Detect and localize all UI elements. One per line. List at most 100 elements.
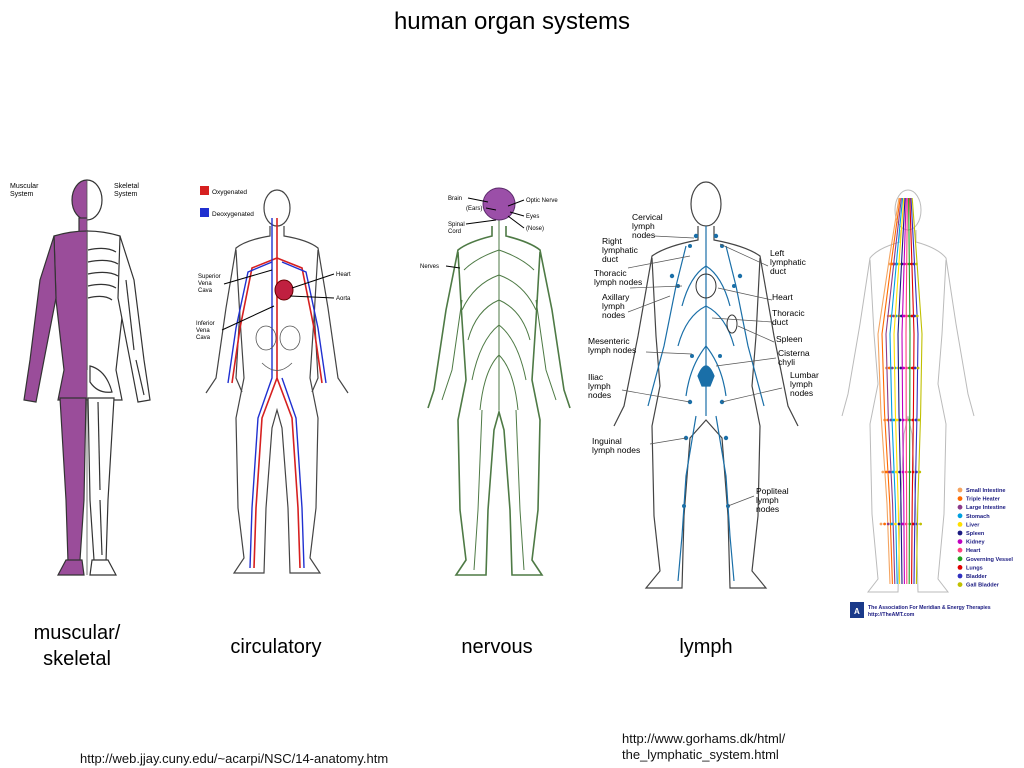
- legend-swatch: [957, 513, 963, 519]
- lymph-heart-label: Heart: [772, 292, 793, 302]
- meridian-point: [890, 522, 894, 526]
- optic-nerve-label: Optic Nerve: [526, 198, 558, 204]
- amt-footer-url: http://TheAMT.com: [868, 612, 915, 618]
- meridian-point: [894, 522, 897, 526]
- meridian-point: [890, 366, 894, 370]
- meridian-point: [908, 522, 912, 526]
- meridian-point: [899, 366, 903, 370]
- spleen-label: Spleen: [776, 334, 803, 344]
- source-url-right[interactable]: http://www.gorhams.dk/html/ the_lymphati…: [622, 731, 785, 763]
- meridian-point: [883, 522, 886, 526]
- meridian-point: [910, 314, 914, 318]
- meridian-point: [904, 470, 908, 474]
- meridian-point: [914, 418, 918, 422]
- meridian-point: [901, 522, 904, 526]
- meridian-line: [885, 197, 902, 585]
- brain-shape: [482, 187, 516, 221]
- amt-footer-title: The Association For Meridian & Energy Th…: [868, 605, 991, 611]
- meridian-point: [884, 470, 888, 474]
- meridian-point: [905, 314, 909, 318]
- nose-label: (Nose): [526, 226, 544, 232]
- source-url-right-line2[interactable]: the_lymphatic_system.html: [622, 747, 779, 762]
- meridian-point: [918, 470, 922, 474]
- spleen-shape: [726, 314, 738, 334]
- meridian-point: [915, 314, 919, 318]
- legend-label: Governing Vessel: [966, 557, 1013, 563]
- meridian-point: [900, 262, 904, 266]
- meridian-point: [905, 366, 908, 370]
- meridian-line: [889, 197, 904, 585]
- meridian-point: [907, 262, 911, 266]
- oxygenated-swatch: [200, 186, 209, 195]
- meridian-point: [907, 314, 911, 318]
- meridian-point: [887, 366, 891, 370]
- brain-label: Brain: [448, 196, 462, 202]
- meridian-point: [919, 522, 922, 526]
- meridian-point: [888, 470, 891, 474]
- legend-swatch: [957, 539, 963, 544]
- circulatory-caption: circulatory: [230, 636, 322, 658]
- legend-swatch: [957, 522, 963, 527]
- nerves-label: Nerves: [420, 264, 439, 270]
- aorta-label: Aorta: [336, 296, 351, 302]
- meridian-point: [893, 262, 897, 266]
- meridian-point: [902, 366, 906, 370]
- meridian-point: [901, 418, 905, 422]
- meridian-point: [910, 366, 914, 370]
- meridian-point: [908, 366, 911, 370]
- legend-label: Small Intestine: [966, 488, 1005, 494]
- meridian-line: [901, 197, 907, 585]
- legend-label: Large Intestine: [966, 505, 1006, 511]
- meridian-point: [908, 470, 912, 474]
- legend-swatch: [957, 547, 963, 553]
- heart-label: Heart: [336, 272, 351, 278]
- meridian-point: [902, 314, 906, 318]
- meridian-point: [886, 522, 890, 526]
- meridian-point: [911, 470, 915, 474]
- deoxygenated-label: Deoxygenated: [212, 211, 254, 218]
- meridian-point: [917, 418, 921, 422]
- meridian-point: [892, 418, 896, 422]
- source-url-left[interactable]: http://web.jjay.cuny.edu/~acarpi/NSC/14-…: [80, 751, 389, 766]
- meridian-line: [911, 197, 923, 585]
- meridian-point: [897, 522, 901, 526]
- heart-shape: [695, 273, 717, 299]
- legend-label: Bladder: [966, 574, 988, 580]
- meridian-line: [893, 197, 905, 585]
- meridian-point: [908, 418, 911, 422]
- legend-swatch: [957, 582, 963, 587]
- meridian-point: [912, 522, 915, 526]
- meridian-point: [905, 262, 909, 266]
- source-url-right-line1[interactable]: http://www.gorhams.dk/html/: [622, 731, 786, 746]
- meridian-point: [892, 314, 895, 318]
- meridian-point: [881, 470, 885, 474]
- meridian-point: [901, 470, 905, 474]
- meridian-lines: [877, 197, 923, 585]
- legend-label: Lungs: [966, 565, 983, 571]
- meridian-point: [905, 418, 908, 422]
- legend-swatch: [957, 504, 963, 510]
- meridian-line: [877, 197, 900, 585]
- meridian-point: [895, 262, 899, 266]
